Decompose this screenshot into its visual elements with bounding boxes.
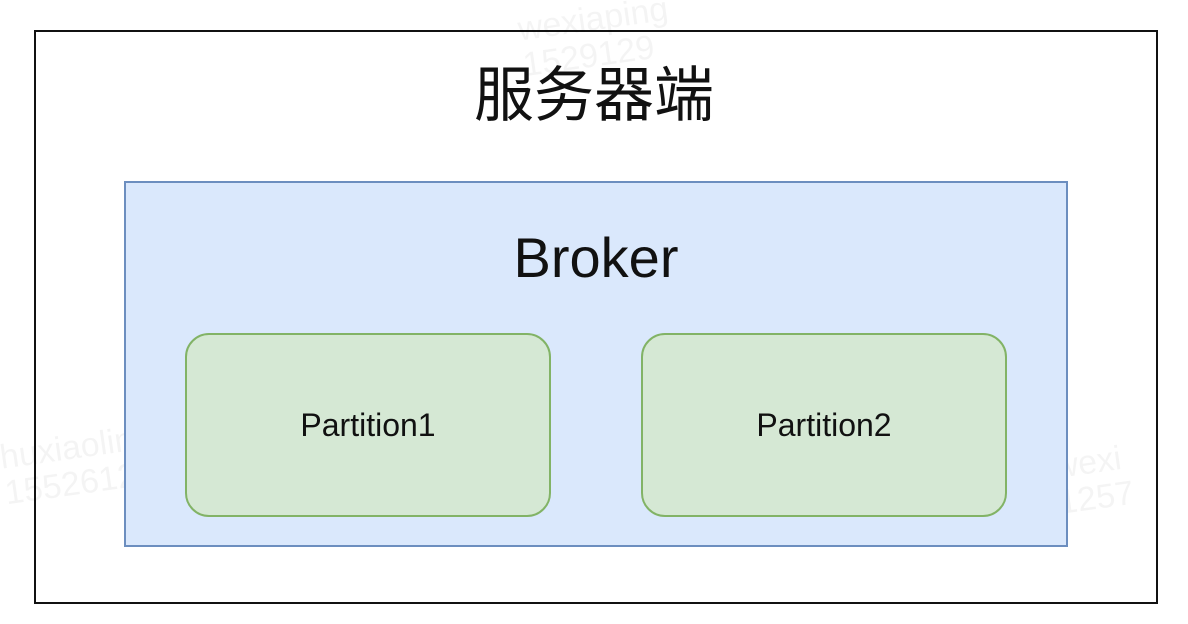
partition-2-label: Partition2 bbox=[756, 406, 892, 443]
partition-1-box: Partition1 bbox=[185, 333, 551, 517]
server-side-title: 服务器端 bbox=[474, 61, 714, 131]
partition-1-label: Partition1 bbox=[300, 406, 436, 443]
broker-title: Broker bbox=[513, 226, 679, 289]
partition-2-box: Partition2 bbox=[641, 333, 1007, 517]
